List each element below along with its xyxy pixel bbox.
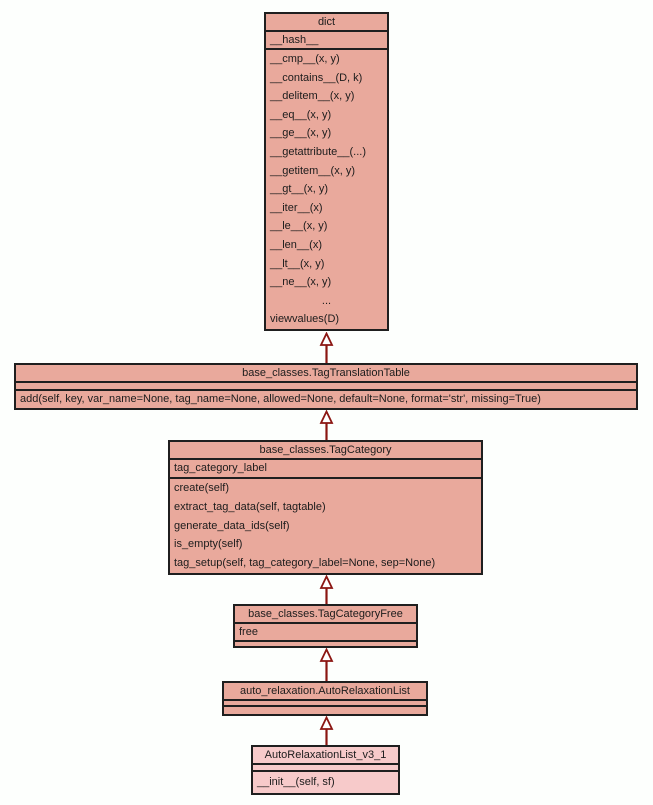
class-name: AutoRelaxationList_v3_1 <box>264 749 387 761</box>
method: add(self, key, var_name=None, tag_name=N… <box>20 393 541 405</box>
hollow-triangle-arrowhead <box>319 716 334 730</box>
method: __cmp__(x, y) <box>270 53 340 65</box>
attributes-compartment: tag_category_label <box>170 458 481 477</box>
class-box-auto-relaxation-list: auto_relaxation.AutoRelaxationList <box>222 681 428 716</box>
class-name: base_classes.TagCategory <box>259 444 392 456</box>
class-box-auto-relaxation-list-v3-1: AutoRelaxationList_v3_1 __init__(self, s… <box>251 745 400 795</box>
method: __gt__(x, y) <box>270 183 329 196</box>
inheritance-arrow <box>319 575 334 604</box>
inheritance-arrow <box>319 648 334 681</box>
method: create(self) <box>174 482 230 494</box>
methods-compartment-empty <box>235 640 416 646</box>
attributes-compartment-empty <box>16 381 636 389</box>
method: __getattribute__(...) <box>270 145 367 158</box>
method: __delitem__(x, y) <box>270 90 355 103</box>
methods-compartment: __init__(self, sf) <box>253 770 398 793</box>
method: __ge__(x, y) <box>270 127 332 140</box>
method: __contains__(D, k) <box>270 71 363 84</box>
class-name: auto_relaxation.AutoRelaxationList <box>239 685 410 697</box>
method: __lt__(x, y) <box>270 257 325 270</box>
method: __init__(self, sf) <box>257 776 335 788</box>
methods-compartment: create(self) extract_tag_data(self, tagt… <box>170 477 481 573</box>
inheritance-arrow <box>319 332 334 363</box>
method: viewvalues(D) <box>270 313 340 326</box>
class-box-tag-translation-table: base_classes.TagTranslationTable add(sel… <box>14 363 638 410</box>
method: __ne__(x, y) <box>270 276 332 289</box>
hollow-triangle-arrowhead <box>319 648 334 662</box>
method: generate_data_ids(self) <box>174 519 290 532</box>
hollow-triangle-arrowhead <box>319 332 334 346</box>
method: is_empty(self) <box>174 538 243 551</box>
attributes-compartment-empty <box>224 699 426 705</box>
methods-compartment: add(self, key, var_name=None, tag_name=N… <box>16 389 636 408</box>
attribute: free <box>239 626 258 638</box>
class-box-tag-category: base_classes.TagCategory tag_category_la… <box>168 440 483 575</box>
class-name: dict <box>317 16 336 28</box>
attributes-compartment: free <box>235 622 416 640</box>
attribute: __hash__ <box>270 34 319 46</box>
inheritance-arrow <box>319 716 334 745</box>
hollow-triangle-arrowhead <box>319 410 334 424</box>
class-name: base_classes.TagTranslationTable <box>242 367 410 379</box>
method: __iter__(x) <box>270 201 323 214</box>
methods-compartment-empty <box>224 705 426 714</box>
class-box-tag-category-free: base_classes.TagCategoryFree free <box>233 604 418 648</box>
attributes-compartment-empty <box>253 763 398 770</box>
hollow-triangle-arrowhead <box>319 575 334 589</box>
inheritance-arrow <box>319 410 334 440</box>
methods-ellipsis: ... <box>321 294 332 307</box>
method: __eq__(x, y) <box>270 108 332 121</box>
attributes-compartment: __hash__ <box>266 30 387 48</box>
methods-compartment: __cmp__(x, y) __contains__(D, k) __delit… <box>266 48 387 329</box>
class-name: base_classes.TagCategoryFree <box>248 608 403 620</box>
method: __len__(x) <box>270 238 322 251</box>
method: extract_tag_data(self, tagtable) <box>174 500 326 513</box>
attribute: tag_category_label <box>174 462 267 474</box>
method: __le__(x, y) <box>270 220 328 233</box>
method: __getitem__(x, y) <box>270 164 355 177</box>
class-box-dict: dict __hash__ __cmp__(x, y) __contains__… <box>264 12 389 331</box>
method: tag_setup(self, tag_category_label=None,… <box>174 557 436 570</box>
